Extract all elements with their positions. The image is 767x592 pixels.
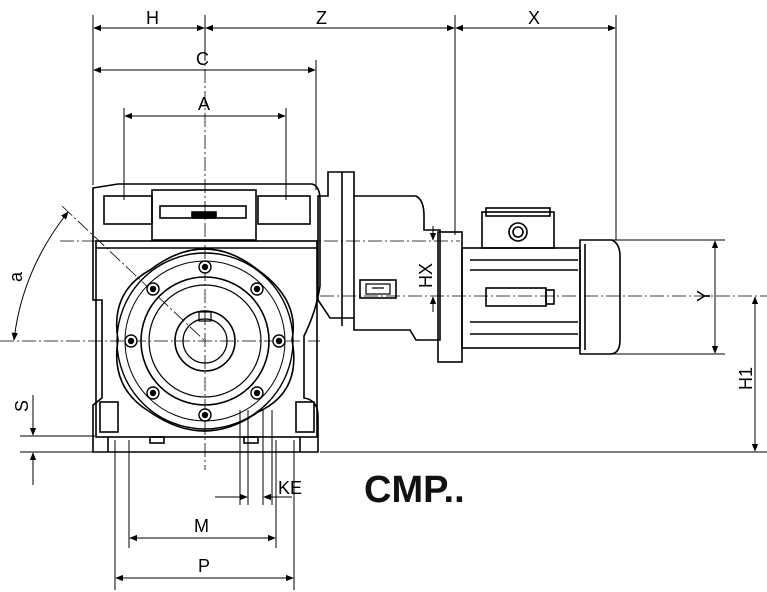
bolt-hole bbox=[198, 408, 212, 422]
bolt-hole bbox=[146, 386, 160, 400]
bolt-hole bbox=[250, 282, 264, 296]
center-lines bbox=[0, 25, 767, 470]
dimension-labels: H Z X C A a HX Y H1 S KE M P bbox=[6, 8, 756, 576]
flange-bolt-holes bbox=[124, 260, 286, 422]
bolt-hole bbox=[198, 260, 212, 274]
dim-label-P: P bbox=[198, 556, 210, 576]
extension-lines bbox=[20, 15, 767, 590]
dim-label-a: a bbox=[6, 271, 26, 282]
dim-label-M: M bbox=[194, 516, 209, 536]
dim-label-S: S bbox=[12, 400, 32, 412]
dim-label-X: X bbox=[528, 8, 540, 28]
bolt-hole bbox=[146, 282, 160, 296]
dim-label-H: H bbox=[146, 8, 159, 28]
dim-label-C: C bbox=[196, 49, 209, 69]
model-title: CMP.. bbox=[364, 469, 465, 511]
dim-label-Y: Y bbox=[694, 290, 714, 302]
gearbox-housing bbox=[92, 183, 321, 453]
dim-label-Z: Z bbox=[316, 8, 327, 28]
bolt-hole bbox=[250, 386, 264, 400]
dim-label-KE: KE bbox=[278, 478, 302, 498]
dimension-lines bbox=[11, 24, 759, 582]
bolt-hole bbox=[272, 334, 286, 348]
dim-label-H1: H1 bbox=[736, 367, 756, 390]
input-adapter bbox=[317, 171, 463, 363]
dim-label-HX: HX bbox=[416, 263, 436, 288]
electric-motor bbox=[461, 207, 621, 355]
dim-label-A: A bbox=[198, 94, 210, 114]
bolt-hole bbox=[124, 334, 138, 348]
